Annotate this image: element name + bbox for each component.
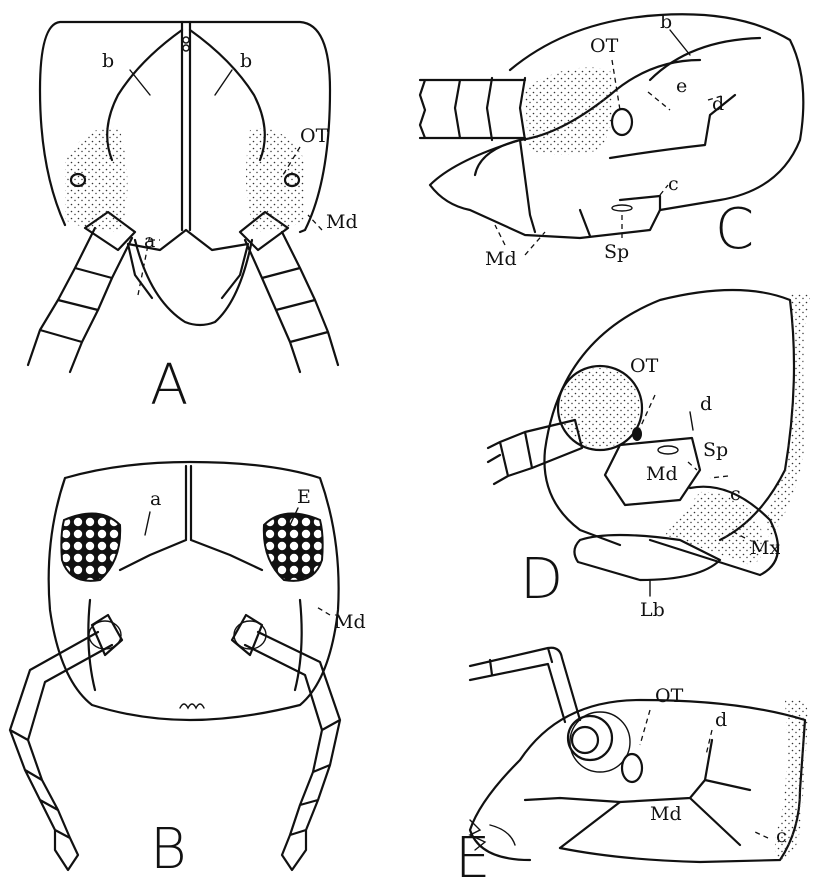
antenna-left-b [10, 632, 112, 870]
label-e-b: E [297, 486, 311, 508]
label-md-c: Md [485, 248, 517, 270]
label-md-d: Md [646, 463, 678, 485]
label-md-b: Md [334, 611, 366, 633]
stipple-left-a [65, 128, 128, 232]
stipple-c [525, 67, 613, 155]
label-md-a: Md [326, 211, 358, 233]
stipple-neck-d [767, 293, 810, 540]
label-mx-d: Mx [750, 537, 780, 559]
letter-c: C [715, 197, 754, 262]
label-d-e: d [715, 709, 727, 731]
antenna-e [470, 648, 580, 722]
letter-a: A [150, 353, 188, 418]
ocellus-e [622, 754, 642, 782]
label-b-left-a: b [102, 50, 114, 72]
letter-e: E [455, 826, 490, 881]
stipple-right-a [246, 128, 305, 232]
label-lb-d: Lb [640, 599, 665, 621]
head-outline-c [475, 14, 803, 210]
ocellus-c [612, 109, 632, 135]
compound-eye-left [61, 514, 120, 581]
letter-d: D [520, 547, 563, 612]
label-md-e: Md [650, 803, 682, 825]
label-c-e: c [776, 825, 787, 847]
figure-d: OT d Sp Md c Mx Lb D [488, 290, 810, 621]
label-ot-d: OT [630, 355, 659, 377]
ot-spot-d [632, 427, 642, 441]
figure-c: OT b e d c Sp Md C [420, 11, 803, 270]
label-ot-a: OT [300, 125, 329, 147]
compound-eye-right [264, 514, 323, 581]
figure-a: b b a OT Md A [28, 22, 358, 418]
label-e-c: e [676, 75, 687, 97]
label-b-right-a: b [240, 50, 252, 72]
label-sp-c: Sp [604, 241, 629, 263]
figure-b: a E Md B [10, 462, 366, 881]
antenna-c [420, 78, 525, 140]
label-a-b: a [150, 488, 161, 510]
label-sp-d: Sp [703, 439, 728, 461]
label-a-a: a [144, 230, 155, 252]
label-d-d: d [700, 393, 712, 415]
label-c-d: c [730, 483, 741, 505]
label-d-c: d [712, 93, 724, 115]
antenna-right [245, 232, 338, 372]
label-ot-e: OT [655, 685, 684, 707]
label-ot-c: OT [590, 35, 619, 57]
frontal-suture-b [120, 466, 262, 570]
figure-e: OT d Md c E [455, 648, 808, 881]
letter-b: B [150, 817, 187, 881]
face-inner-b [88, 600, 301, 690]
label-c-c: c [668, 173, 679, 195]
median-suture [182, 22, 190, 230]
label-b-c: b [660, 11, 672, 33]
